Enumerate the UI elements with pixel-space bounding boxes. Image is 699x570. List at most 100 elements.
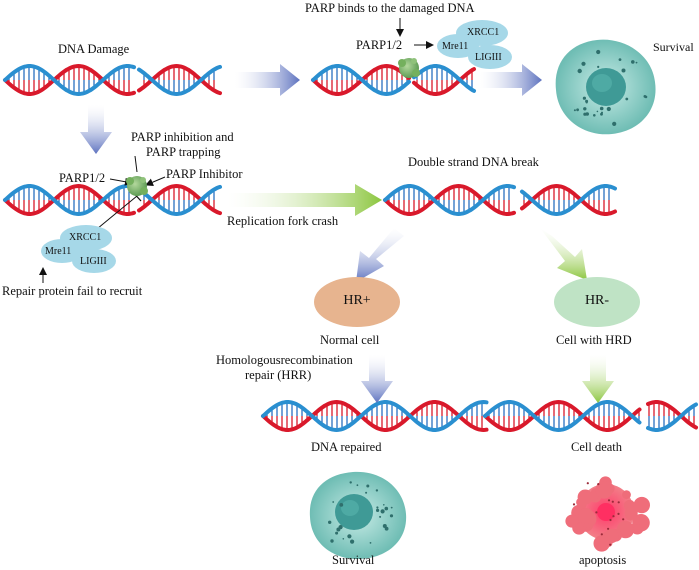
dna-strand [311,64,411,97]
cell-organelle [383,504,385,506]
cell-organelle [631,60,635,64]
label-parp-binds: PARP binds to the damaged DNA [305,1,475,15]
label-parp-inhibition: PARP inhibition and [131,130,234,144]
cell-organelle [375,489,379,492]
label-mre11-mid: Mre11 [45,246,72,257]
cell-organelle [330,539,334,543]
apoptotic-fragment [597,483,600,486]
label-dna-damage: DNA Damage [58,42,130,56]
label-xrcc1-top: XRCC1 [467,27,500,38]
cell-organelle [573,109,576,112]
cell-organelle [350,539,355,544]
label-ligiii-top: LIGIII [475,52,502,63]
cell-organelle [618,58,622,61]
label-parp12-top: PARP1/2 [356,38,403,52]
label-parp12-mid: PARP1/2 [59,171,106,185]
cell-organelle [606,106,611,112]
cell-organelle [585,112,589,116]
cell-organelle [596,49,601,55]
arrow-damage-to-parp-bound [235,64,300,96]
cell-organelle [581,61,586,66]
apoptotic-cell [565,476,650,552]
arrow-damage-down [80,105,112,154]
cell-organelle [585,101,588,104]
arrow-to-hr-minus [540,228,587,280]
apoptotic-fragment [622,518,625,521]
cell-organelle [335,531,339,535]
cell-organelle [379,515,382,518]
apoptotic-bleb [604,528,619,544]
label-apoptosis: apoptosis [579,553,627,567]
dna-strand [3,183,136,216]
cell-organelle [365,491,368,494]
label-survival-bottom: Survival [332,553,375,567]
mre11-protein-top [437,34,479,58]
dna-strand [137,184,222,217]
cell-organelle [599,106,604,111]
parp-protein-trapped [126,176,148,196]
label-dna-repaired: DNA repaired [311,440,382,454]
apoptotic-fragment [611,500,614,503]
apoptotic-bleb [595,481,613,499]
dna-helix-cell-death [483,399,698,433]
apoptotic-fragment [607,499,611,502]
survival-cell-top [555,39,656,135]
cell-organelle [332,501,335,503]
cell-organelle [621,68,626,73]
dna-helix-repaired [261,399,489,433]
cell-organelle [601,111,603,114]
arrow-parp-bound-to-survival [480,64,542,96]
dna-helix-double-strand-break [383,183,617,217]
label-repair-fail: Repair protein fail to recruit [2,284,143,298]
cell-organelle [366,484,370,488]
apoptotic-fragment [617,501,620,504]
cell-organelle [635,61,638,64]
arrow-normal-to-repaired [361,355,393,403]
dna-strand [412,67,476,96]
dna-strand [383,184,516,217]
dna-helix-parp-trapped [3,183,222,217]
apoptotic-bleb [633,524,643,533]
cell-organelle [328,520,332,524]
cell-organelle [384,506,389,511]
label-hr-plus: HR+ [343,293,371,308]
apoptotic-bleb [577,489,593,505]
apoptotic-bleb [622,490,631,500]
cell-organelle [376,508,380,512]
dna-helix-damage [3,63,222,97]
cell-organelle [612,121,617,126]
label-survival-top: Survival [653,40,694,54]
dna-strand [137,64,222,97]
cell-organelle [583,107,587,111]
apoptotic-bleb [633,496,650,514]
cell-organelle [384,526,389,531]
dna-strand [646,402,698,432]
apoptotic-fragment [609,543,612,546]
dna-strand [520,184,617,217]
cell-organelle [389,514,394,518]
apoptotic-fragment [607,527,610,530]
dna-strand [483,399,642,432]
cell-organelle [339,503,344,507]
cell-organelle [582,96,587,100]
cell-organelle [625,97,629,101]
cell-organelle [376,506,379,509]
cell-organelle [593,114,596,117]
arrow-replication-fork-crash [228,184,382,216]
apoptotic-nucleus [597,503,615,521]
dna-strand [3,64,136,97]
dna-strand [3,184,136,217]
dna-strand [261,399,489,433]
apoptotic-bleb [624,506,638,520]
ligiii-protein-mid [72,249,116,273]
dna-strand [383,183,516,216]
label-normal-cell: Normal cell [320,333,380,347]
cell-organelle [643,95,647,98]
cell-organelle [369,542,372,544]
hr-minus-ellipse [554,277,640,327]
apoptotic-bleb [589,491,599,501]
label-hr-minus: HR- [584,293,610,308]
apoptotic-bleb [578,508,594,524]
arrow-hrd-to-death [582,355,614,403]
apoptotic-fragment [572,503,576,506]
